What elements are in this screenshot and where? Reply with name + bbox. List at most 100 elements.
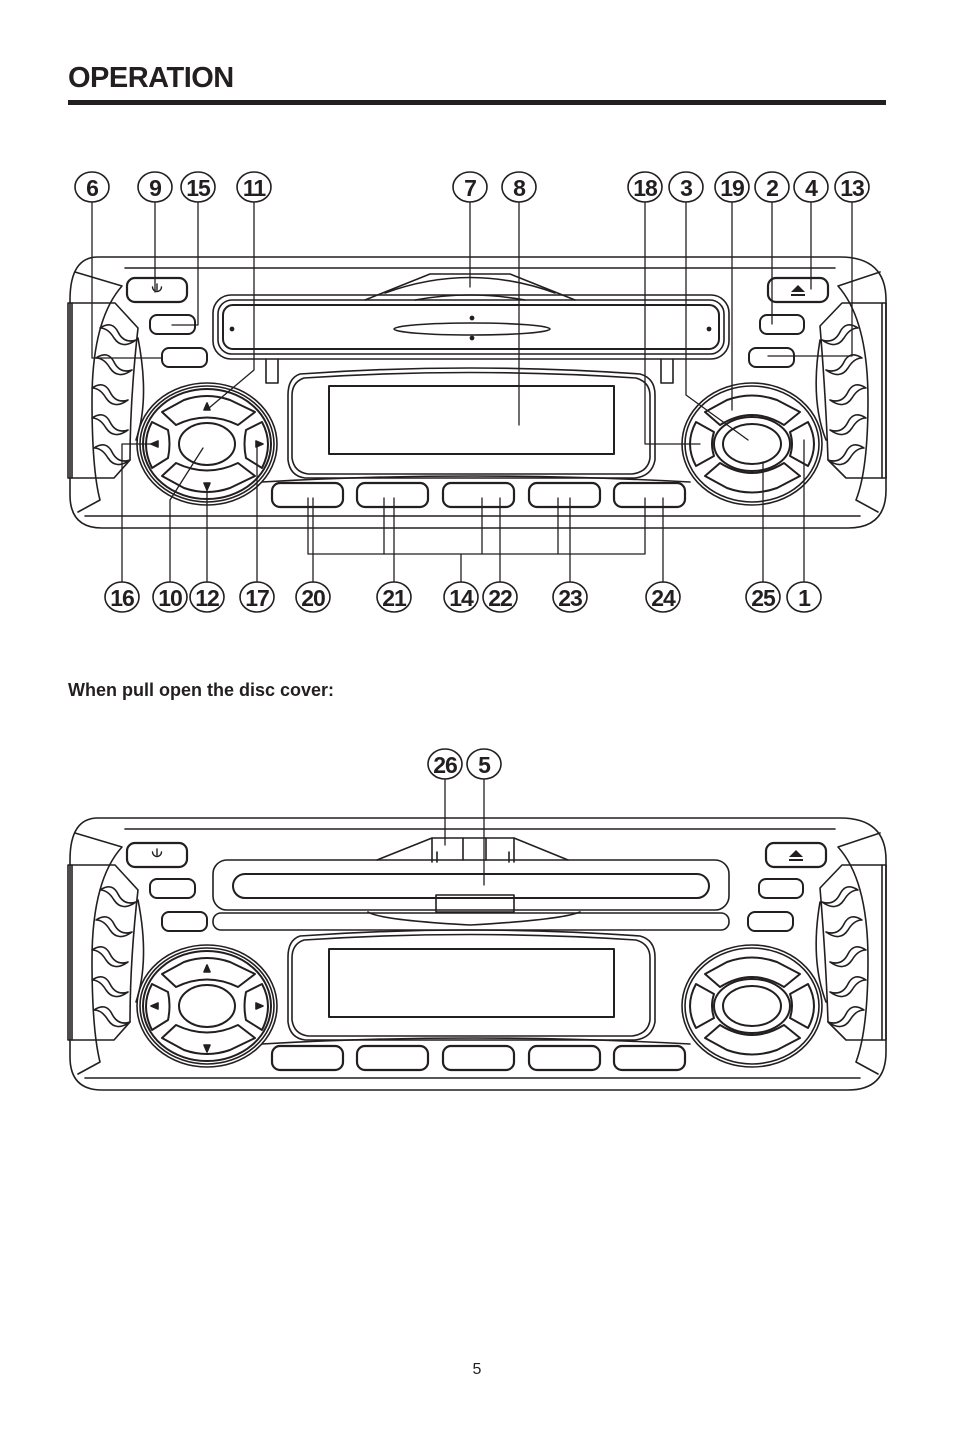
callout-17: 17 — [239, 581, 275, 613]
disc-cover-subheading: When pull open the disc cover: — [68, 680, 335, 700]
callout-26: 26 — [427, 748, 463, 780]
triangle-down-icon — [203, 1044, 211, 1053]
dpad-right-control[interactable] — [681, 382, 823, 506]
svg-text:4: 4 — [805, 175, 818, 201]
svg-text:2: 2 — [766, 175, 778, 201]
preset-button-3-open[interactable] — [441, 1044, 516, 1072]
grip-ridges-right — [821, 324, 867, 466]
callout-7: 7 — [452, 171, 488, 203]
preset-button-5-open[interactable] — [612, 1044, 687, 1072]
lcd-display — [287, 367, 656, 479]
svg-text:14: 14 — [449, 585, 474, 611]
faceplate-diagram-open: 26 5 — [67, 748, 887, 1091]
dpad-right-control-open[interactable] — [681, 944, 823, 1068]
svg-text:16: 16 — [110, 585, 134, 611]
callout-6: 6 — [74, 171, 110, 203]
dpad-up-button[interactable] — [161, 395, 256, 426]
svg-text:10: 10 — [158, 585, 182, 611]
preset-button-4-open[interactable] — [527, 1044, 602, 1072]
callout-3: 3 — [668, 171, 704, 203]
triangle-up-icon — [203, 964, 211, 973]
svg-text:12: 12 — [195, 585, 219, 611]
grip-ridges-right-open — [821, 886, 867, 1028]
callout-15: 15 — [180, 171, 216, 203]
callout-14: 14 — [443, 581, 479, 613]
button-13[interactable] — [748, 347, 795, 368]
svg-text:3: 3 — [680, 175, 692, 201]
callout-9: 9 — [137, 171, 173, 203]
svg-text:23: 23 — [558, 585, 582, 611]
svg-text:18: 18 — [633, 175, 658, 201]
button-right-3-open[interactable] — [747, 911, 794, 932]
triangle-right-icon — [255, 1002, 264, 1010]
svg-text:9: 9 — [149, 175, 161, 201]
eject-button-open[interactable] — [764, 841, 828, 869]
preset-button-2-open[interactable] — [355, 1044, 430, 1072]
button-6[interactable] — [161, 347, 208, 368]
callout-8: 8 — [501, 171, 537, 203]
eject-button[interactable] — [766, 276, 830, 304]
svg-text:6: 6 — [86, 175, 98, 201]
dpad-left-control-open[interactable] — [136, 944, 278, 1068]
callout-16: 16 — [104, 581, 140, 613]
svg-text:13: 13 — [840, 175, 864, 201]
callouts-top: 6 9 15 11 7 8 18 3 19 2 4 13 — [74, 171, 870, 203]
power-button-open[interactable] — [125, 841, 189, 869]
svg-text:21: 21 — [382, 585, 407, 611]
svg-text:17: 17 — [245, 585, 269, 611]
svg-text:24: 24 — [651, 585, 676, 611]
leader-lines-open — [444, 778, 485, 886]
svg-text:7: 7 — [464, 175, 476, 201]
button-left-3-open[interactable] — [161, 911, 208, 932]
callout-22: 22 — [482, 581, 518, 613]
disc-cover[interactable] — [212, 273, 730, 384]
dpad-right-button[interactable] — [243, 421, 269, 469]
eject-icon — [791, 285, 805, 296]
power-icon — [151, 283, 163, 293]
callout-19: 19 — [714, 171, 750, 203]
eject-icon — [789, 850, 803, 861]
button-2[interactable] — [759, 314, 805, 335]
lcd-display-open — [287, 929, 656, 1041]
power-icon — [151, 848, 163, 858]
faceplate-diagram-top: 6 9 15 11 7 8 18 3 19 2 4 13 16 10 12 17… — [67, 171, 887, 613]
preset-button-5[interactable] — [612, 481, 687, 509]
callouts-open: 26 5 — [427, 748, 502, 780]
callout-2: 2 — [754, 171, 790, 203]
preset-button-3[interactable] — [441, 481, 516, 509]
svg-text:15: 15 — [186, 175, 211, 201]
button-right-2-open[interactable] — [758, 878, 804, 899]
triangle-right-icon — [255, 440, 264, 448]
triangle-left-icon — [150, 1002, 159, 1010]
preset-buttons-open — [261, 1037, 691, 1072]
preset-button-4[interactable] — [527, 481, 602, 509]
callouts-bottom: 16 10 12 17 20 21 14 22 23 24 25 1 — [104, 581, 822, 613]
dpad-down-button[interactable] — [161, 462, 256, 493]
callout-10: 10 — [152, 581, 188, 613]
svg-text:25: 25 — [751, 585, 776, 611]
callout-20: 20 — [295, 581, 331, 613]
svg-text:11: 11 — [243, 175, 267, 201]
disc-slot-tab — [435, 894, 515, 913]
dpad-center-button[interactable] — [178, 422, 236, 466]
callout-13: 13 — [834, 171, 870, 203]
svg-text:8: 8 — [513, 175, 526, 201]
svg-text:19: 19 — [720, 175, 744, 201]
triangle-up-icon — [203, 402, 211, 411]
faceplate-body-open — [67, 817, 887, 1091]
disc-slot-open[interactable] — [212, 837, 730, 931]
callout-11: 11 — [236, 171, 272, 203]
callout-25: 25 — [745, 581, 781, 613]
grip-ridges-left — [91, 324, 137, 466]
preset-button-2[interactable] — [355, 481, 430, 509]
callout-23: 23 — [552, 581, 588, 613]
dpad-left-button[interactable] — [145, 421, 171, 469]
button-left-2-open[interactable] — [149, 878, 196, 899]
preset-button-1-open[interactable] — [270, 1044, 345, 1072]
leader-lines — [91, 201, 853, 583]
svg-text:22: 22 — [488, 585, 512, 611]
callout-1: 1 — [786, 581, 822, 613]
grip-ridges-left-open — [91, 886, 137, 1028]
preset-buttons — [261, 475, 691, 509]
power-button[interactable] — [125, 276, 189, 304]
